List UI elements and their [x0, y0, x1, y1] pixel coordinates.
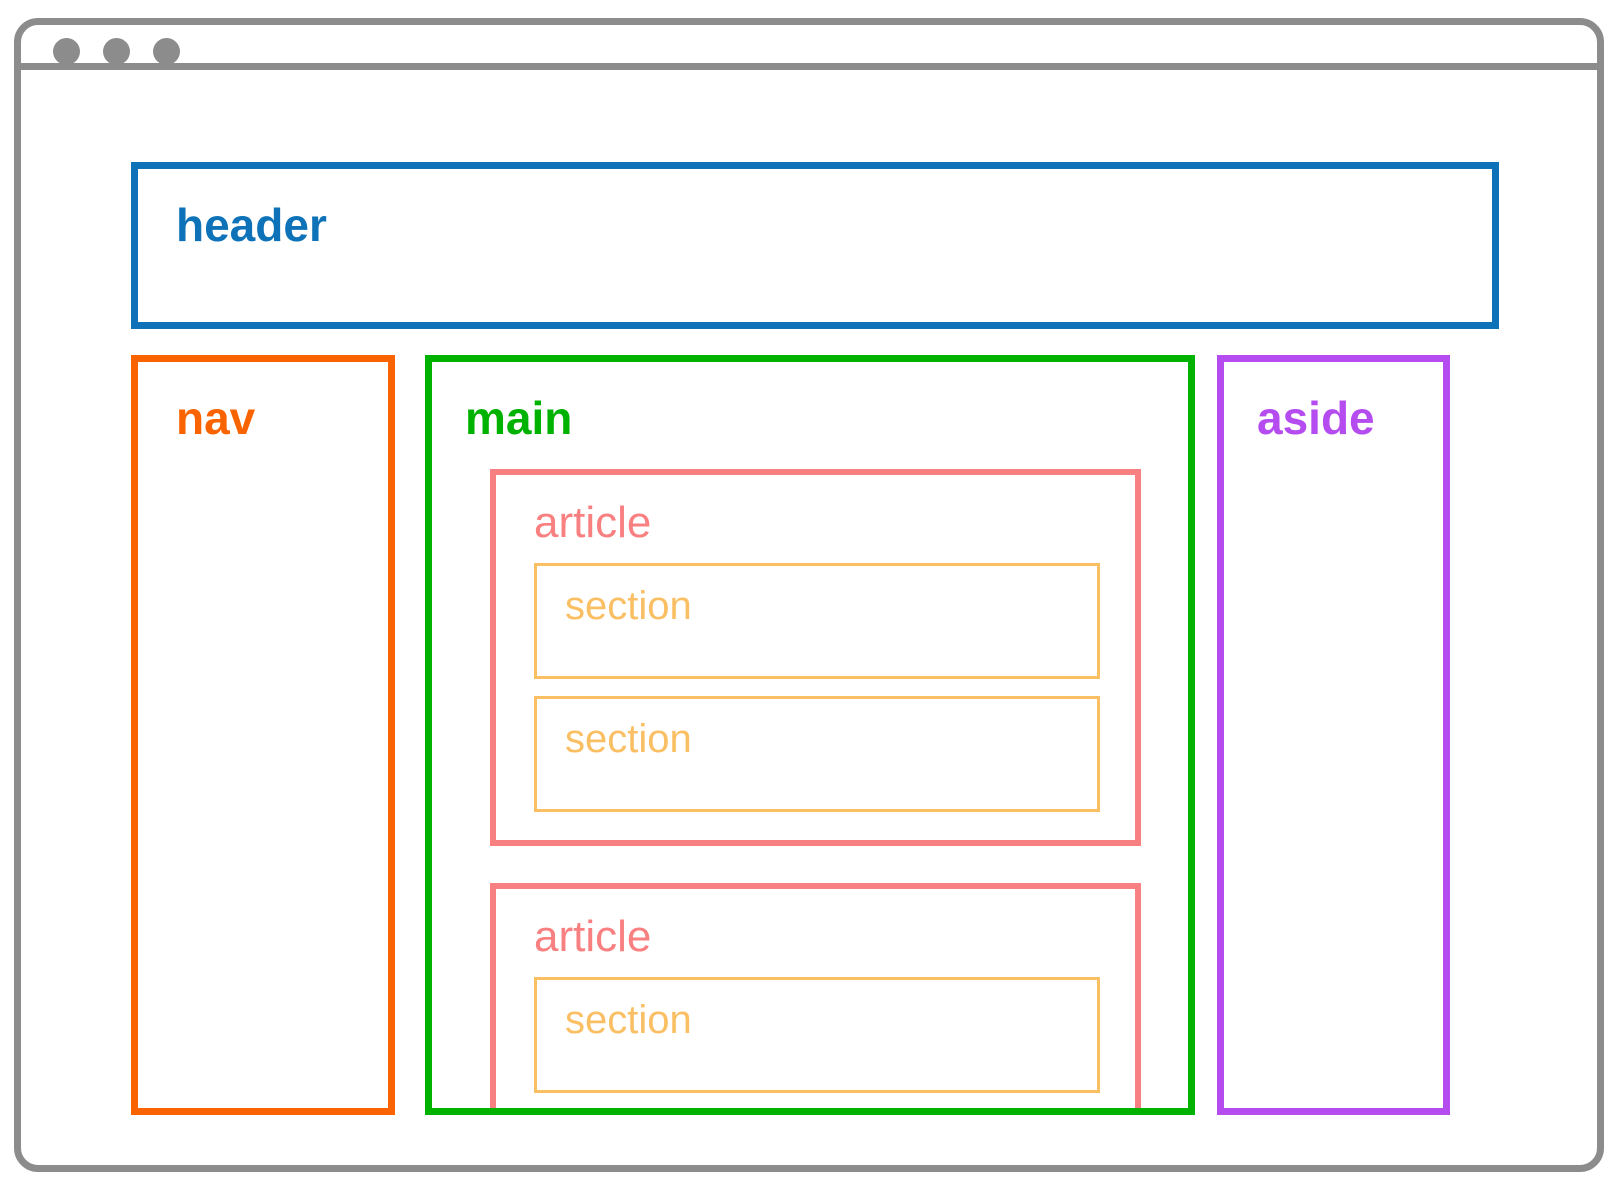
section-label: section [565, 998, 692, 1042]
close-dot-icon[interactable] [53, 38, 80, 65]
main-content-flow: article section section article section [490, 469, 1141, 1108]
aside-label: aside [1257, 392, 1375, 444]
region-section: section [534, 696, 1100, 812]
region-article: article section section [490, 469, 1141, 846]
region-section: section [534, 977, 1100, 1093]
region-header: header [131, 162, 1499, 329]
header-label: header [176, 199, 327, 251]
browser-titlebar [21, 25, 1597, 70]
article-label: article [534, 498, 652, 547]
region-nav: nav [131, 355, 395, 1115]
article-label: article [534, 912, 652, 961]
nav-label: nav [176, 392, 256, 444]
region-aside: aside [1217, 355, 1450, 1115]
region-article: article section [490, 883, 1141, 1108]
maximize-dot-icon[interactable] [153, 38, 180, 65]
section-label: section [565, 584, 692, 628]
region-main: main article section section article [425, 355, 1195, 1115]
region-section: section [534, 563, 1100, 679]
section-label: section [565, 717, 692, 761]
browser-viewport: header nav main article section section [21, 77, 1597, 1165]
browser-window-frame: header nav main article section section [14, 18, 1604, 1172]
main-label: main [465, 392, 573, 444]
window-controls [53, 38, 180, 65]
minimize-dot-icon[interactable] [103, 38, 130, 65]
